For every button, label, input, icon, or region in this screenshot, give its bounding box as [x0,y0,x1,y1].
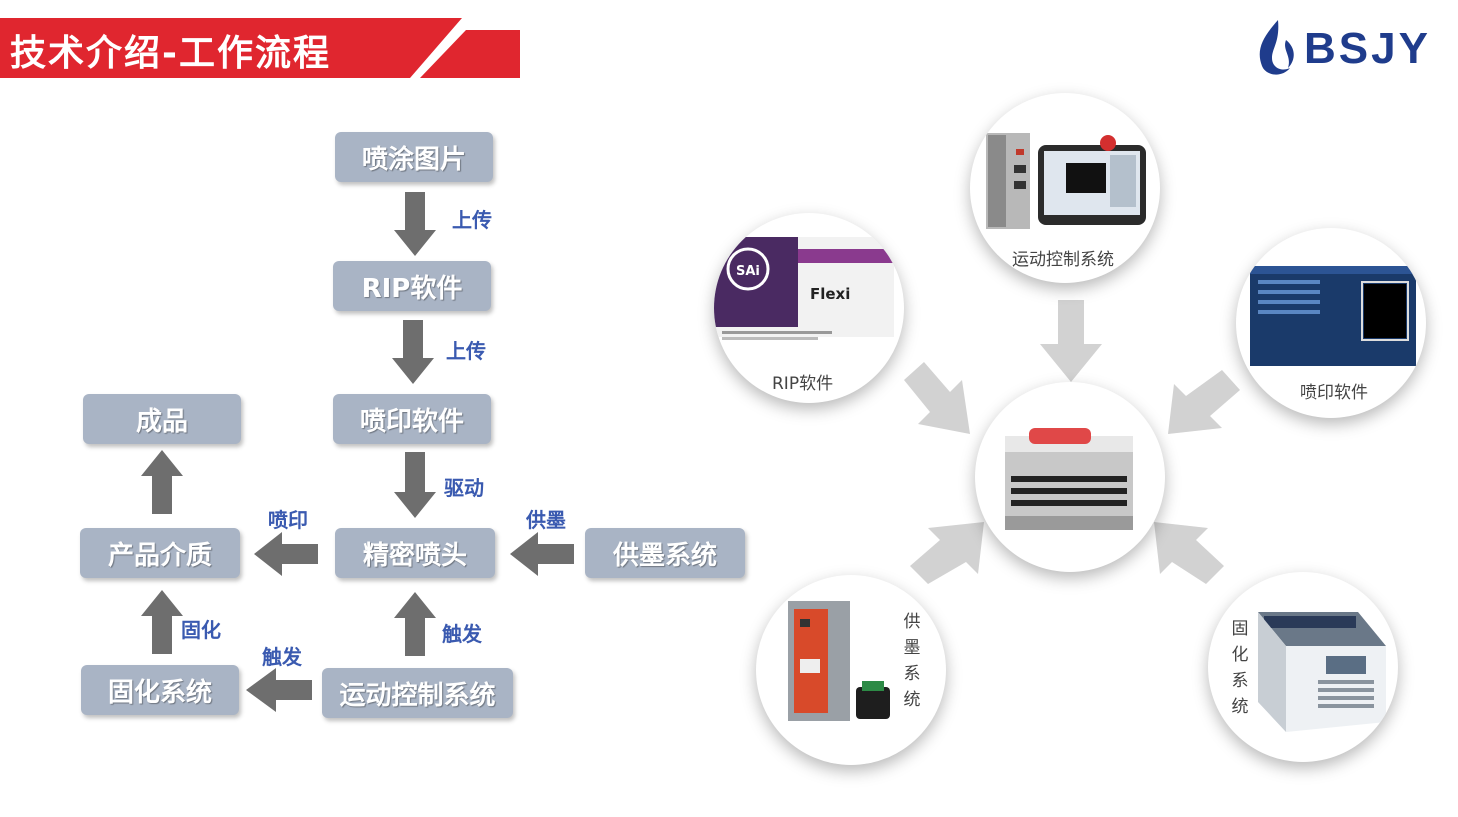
circle-motion-control: 运动控制系统 [970,93,1160,283]
circle-print-software: 喷印软件 [1236,228,1426,418]
flame-logo-icon [1259,20,1294,75]
arrow-curing-to-medium [141,590,183,654]
circle-precision-nozzle [975,382,1165,572]
label-drive: 驱动 [444,476,484,500]
box-product: 成品 [83,394,241,444]
hub-arrow-top [1040,300,1102,382]
label-trigger-motion: 触发 [442,622,482,646]
print-software-image [1250,266,1416,366]
logo-text: BSJY [1304,24,1431,73]
header-banner-shape [0,18,520,78]
label-cure: 固化 [181,618,221,642]
box-rip-software: RIP软件 [333,261,491,311]
arrow-image-to-rip [394,192,436,256]
circle-rip-software: SAi Flexi RIP软件 [714,213,904,403]
label-ink-supply: 供墨 [526,508,566,532]
hub-arrow-bottom-right [1154,522,1224,584]
arrow-rip-to-print-software [392,320,434,384]
arrow-ink-to-nozzle [510,532,574,576]
header-banner: 技术介绍-工作流程 [0,18,520,78]
arrow-nozzle-to-medium [254,532,318,576]
ink-system-label: 供墨系统 [903,612,921,710]
label-print: 喷印 [268,508,308,532]
brand-logo: BSJY [1252,16,1432,80]
rip-software-label: RIP软件 [772,374,834,394]
hub-arrow-left [904,362,970,434]
box-curing-system: 固化系统 [81,665,239,715]
box-ink-system: 供墨系统 [585,528,745,578]
circle-ink-system: 供墨系统 [756,575,946,765]
rip-product-text: Flexi [810,285,850,303]
page-title: 技术介绍-工作流程 [10,33,331,74]
box-motion-control: 运动控制系统 [322,668,513,718]
curing-system-image [1258,612,1386,732]
hub-arrow-bottom-left [910,522,984,584]
circle-curing-system: 固化系统 [1208,572,1398,762]
label-upload-2: 上传 [446,339,486,363]
flow-arrows [141,192,574,712]
rip-software-image: SAi Flexi [714,237,894,340]
arrow-medium-to-product [141,450,183,514]
curing-system-label: 固化系统 [1231,619,1249,717]
box-product-medium: 产品介质 [80,528,240,578]
box-print-software: 喷印软件 [333,394,491,444]
ink-system-image [788,601,890,721]
box-spray-image: 喷涂图片 [335,132,493,182]
box-precision-nozzle: 精密喷头 [335,528,495,578]
arrow-motion-to-curing [246,668,312,712]
label-trigger-cure: 触发 [262,645,302,669]
hub-arrow-right [1168,370,1240,434]
rip-brand-text: SAi [736,264,760,279]
print-software-label: 喷印软件 [1300,383,1368,403]
nozzle-image [1005,428,1133,530]
arrow-print-software-to-nozzle [394,452,436,518]
arrow-motion-to-nozzle [394,592,436,656]
label-upload-1: 上传 [452,208,492,232]
motion-control-label: 运动控制系统 [1012,250,1114,270]
motion-controller-image [986,133,1146,229]
